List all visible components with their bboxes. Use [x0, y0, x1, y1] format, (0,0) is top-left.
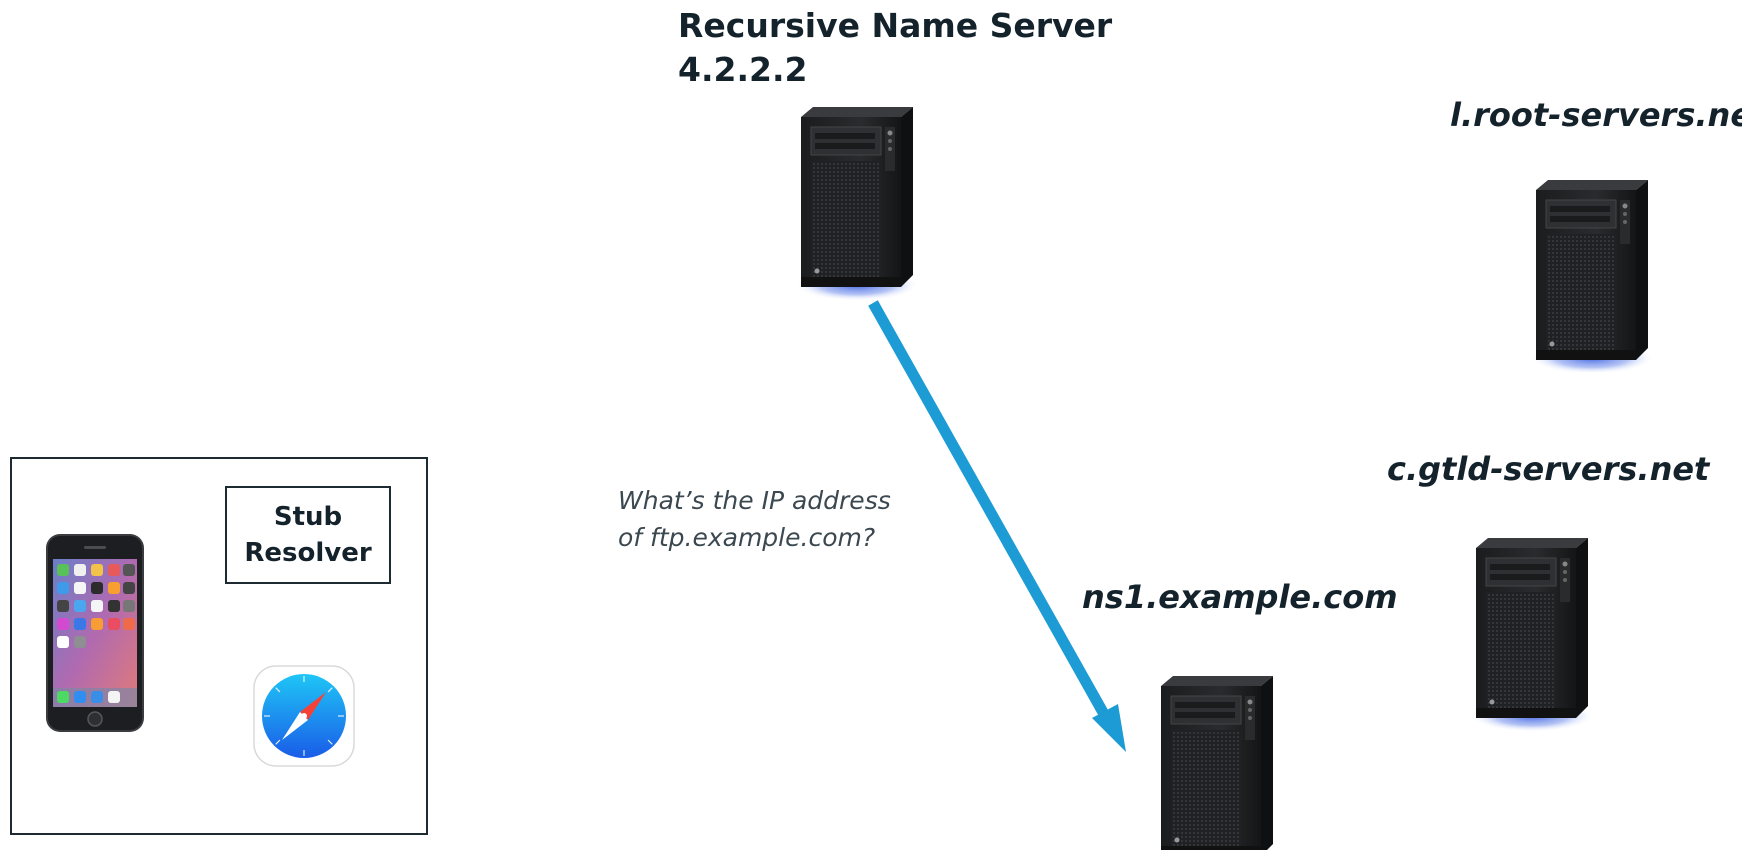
- recursive-server-ip: 4.2.2.2: [678, 50, 808, 89]
- smartphone-icon: [46, 534, 144, 732]
- safari-browser-icon: [253, 665, 355, 767]
- recursive-server-title: Recursive Name Server 4.2.2.2: [678, 4, 1112, 92]
- ns1-server-label: ns1.example.com: [1082, 578, 1398, 616]
- stub-resolver-box: Stub Resolver: [225, 486, 391, 584]
- ns1-server-icon: [1125, 664, 1325, 850]
- recursive-server-icon: [765, 95, 965, 310]
- query-text: What’s the IP address of ftp.example.com…: [618, 482, 891, 556]
- query-text-line1: What’s the IP address: [618, 486, 891, 515]
- client-box: Stub Resolver: [10, 457, 428, 835]
- recursive-server-name: Recursive Name Server: [678, 6, 1113, 45]
- root-server-label: l.root-servers.net: [1450, 96, 1742, 134]
- gtld-server-label: c.gtld-servers.net: [1387, 450, 1710, 488]
- query-arrow-line: [868, 300, 1114, 726]
- query-text-line2: of ftp.example.com?: [618, 523, 876, 552]
- gtld-server-icon: [1440, 526, 1640, 741]
- stub-resolver-line2: Resolver: [244, 538, 372, 568]
- stub-resolver-line1: Stub: [273, 502, 343, 532]
- root-server-icon: [1500, 168, 1700, 383]
- query-arrow-head: [1092, 704, 1126, 752]
